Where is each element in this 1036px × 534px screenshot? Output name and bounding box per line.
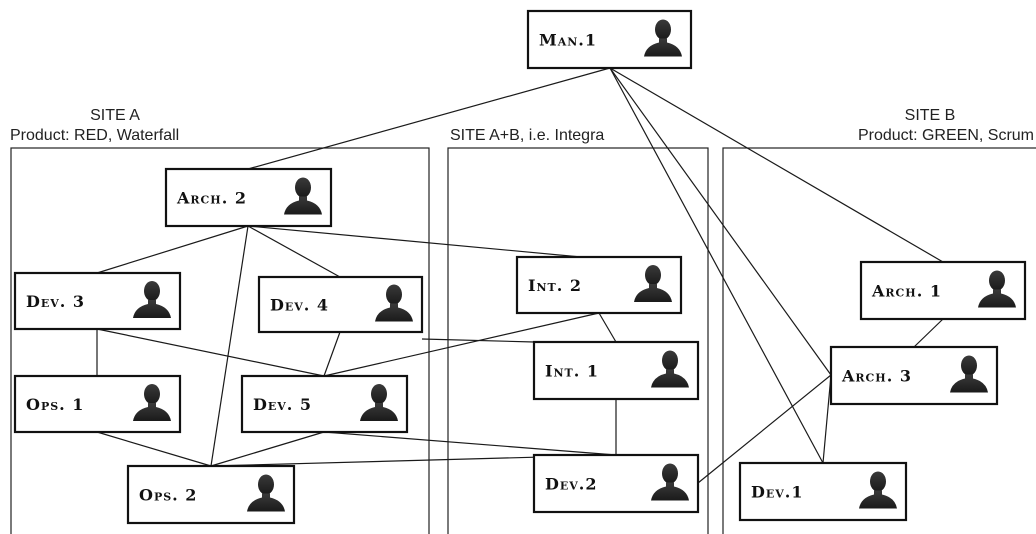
node-label: Dev. 3 xyxy=(26,292,85,311)
node-label: Arch. 1 xyxy=(871,282,942,301)
edge-man1-arch3 xyxy=(609,67,832,376)
node-arch2: Arch. 2 xyxy=(164,167,333,228)
node-label: Ops. 1 xyxy=(26,395,84,414)
node-label: Ops. 2 xyxy=(139,486,197,505)
node-label: Dev.2 xyxy=(545,475,598,494)
site-ab-title: SITE A+B, i.e. Integra xyxy=(450,127,605,144)
site-ab-box xyxy=(447,147,709,534)
site-b-subtitle: Product: GREEN, Scrum xyxy=(857,127,1034,144)
node-label: Int. 2 xyxy=(528,276,582,295)
edge-dev4-dev5 xyxy=(323,331,341,377)
node-label: Dev. 4 xyxy=(270,296,329,315)
edge-arch3-dev2 xyxy=(697,374,832,484)
site-a-box xyxy=(10,147,430,534)
edge-man1-arch1 xyxy=(609,67,944,263)
edge-ops1-ops2 xyxy=(96,431,212,467)
edge-arch2-dev3 xyxy=(96,225,249,274)
node-ops1: Ops. 1 xyxy=(13,374,182,434)
node-dev3: Dev. 3 xyxy=(13,271,182,331)
connection-lines xyxy=(96,67,944,484)
site-containers xyxy=(10,147,1036,534)
node-ops2: Ops. 2 xyxy=(126,464,296,525)
node-man1: Man.1 xyxy=(526,9,693,70)
edge-arch3-dev1 xyxy=(822,374,832,464)
node-dev5: Dev. 5 xyxy=(240,374,409,434)
node-label: Int. 1 xyxy=(545,362,599,381)
node-dev2: Dev.2 xyxy=(532,453,700,514)
node-arch3: Arch. 3 xyxy=(829,345,999,406)
node-dev1: Dev.1 xyxy=(738,461,908,522)
node-label: Arch. 3 xyxy=(841,367,912,386)
edge-man1-arch2 xyxy=(247,67,611,170)
edge-int2-dev5 xyxy=(323,312,600,377)
edge-dev5-dev2 xyxy=(323,431,617,456)
edge-dev5-ops2 xyxy=(210,431,325,467)
edge-man1-dev1 xyxy=(609,67,824,464)
node-label: Dev.1 xyxy=(751,483,804,502)
site-b-box xyxy=(722,147,1036,534)
node-int1: Int. 1 xyxy=(532,340,700,401)
node-label: Man.1 xyxy=(539,31,597,50)
edge-int2-int1 xyxy=(598,312,617,343)
node-arch1: Arch. 1 xyxy=(859,260,1027,321)
site-a-title: SITE A xyxy=(90,107,140,124)
edge-arch2-int2 xyxy=(247,225,582,258)
edge-arch2-dev4 xyxy=(247,225,341,278)
site-a-subtitle: Product: RED, Waterfall xyxy=(10,127,180,144)
node-dev4: Dev. 4 xyxy=(257,275,424,334)
edge-arch2-ops2 xyxy=(210,225,249,467)
node-int2: Int. 2 xyxy=(515,255,683,315)
edge-dev3-dev5 xyxy=(96,328,325,377)
node-label: Dev. 5 xyxy=(253,395,312,414)
node-box xyxy=(240,374,409,434)
node-label: Arch. 2 xyxy=(176,189,247,208)
edge-arch1-arch3 xyxy=(913,318,944,348)
site-b-title: SITE B xyxy=(904,107,956,124)
